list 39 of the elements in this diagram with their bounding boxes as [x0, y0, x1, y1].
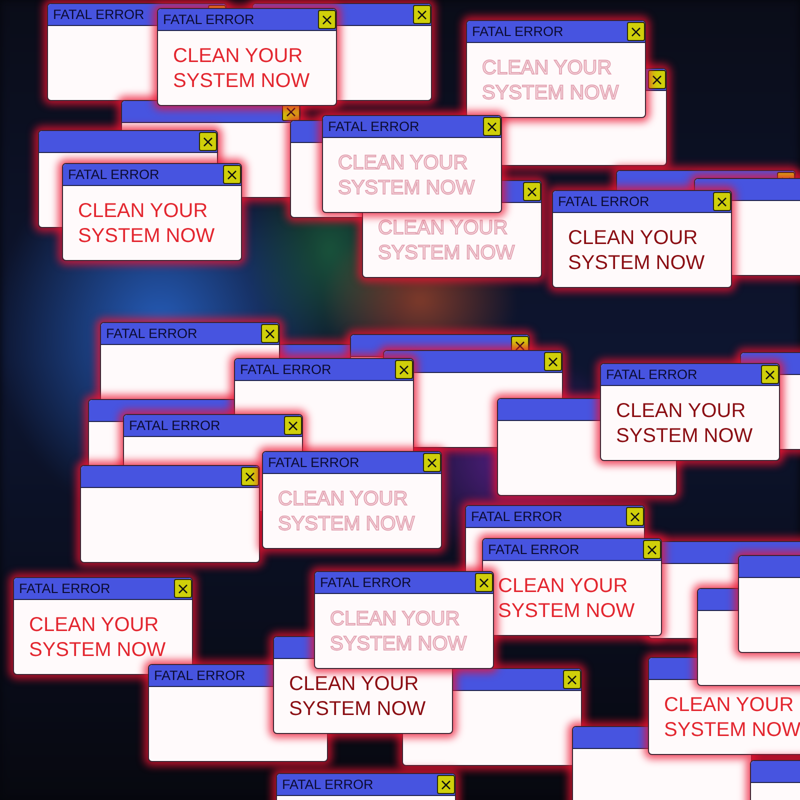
window-title: FATAL ERROR [488, 542, 580, 556]
error-message: CLEAN YOUR SYSTEM NOW [568, 226, 706, 276]
window-title: FATAL ERROR [163, 12, 254, 26]
window-title: FATAL ERROR [320, 576, 412, 590]
popup-window [157, 8, 337, 106]
popup-window [262, 451, 442, 549]
popup-window [552, 190, 732, 288]
popup-window [600, 363, 780, 461]
window-title: FATAL ERROR [68, 168, 160, 182]
window-title: FATAL ERROR [240, 362, 332, 376]
error-message: CLEAN YOUR SYSTEM NOW [378, 216, 516, 266]
error-message: CLEAN YOUR SYSTEM NOW [289, 672, 427, 722]
popup-window [62, 163, 242, 261]
window-title: FATAL ERROR [53, 8, 144, 22]
window-title: FATAL ERROR [472, 24, 564, 38]
error-message: CLEAN YOUR SYSTEM NOW [338, 151, 476, 201]
window-title: FATAL ERROR [471, 510, 562, 524]
error-message: CLEAN YOUR SYSTEM NOW [482, 56, 620, 106]
popup-window [314, 571, 494, 669]
window-title: FATAL ERROR [558, 194, 650, 208]
popup-window [80, 465, 260, 563]
error-message: CLEAN YOUR SYSTEM NOW [330, 607, 468, 657]
window-title: FATAL ERROR [606, 368, 698, 382]
error-message: CLEAN YOUR SYSTEM NOW [278, 487, 416, 537]
popup-window [482, 538, 662, 636]
error-message: CLEAN YOUR SYSTEM NOW [78, 199, 216, 249]
popup-window [322, 115, 502, 213]
window-title: FATAL ERROR [129, 418, 220, 432]
window-title: FATAL ERROR [19, 582, 110, 596]
error-message: CLEAN YOUR SYSTEM NOW [616, 399, 754, 449]
error-message: CLEAN YOUR SYSTEM NOW [498, 574, 636, 624]
window-title: FATAL ERROR [154, 668, 246, 682]
popup-window [466, 20, 646, 118]
window-title: FATAL ERROR [282, 778, 374, 792]
window-title: FATAL ERROR [328, 120, 420, 134]
error-message: CLEAN YOUR SYSTEM NOW [173, 44, 311, 94]
error-message: CLEAN YOUR SYSTEM NOW [29, 613, 167, 663]
window-title: FATAL ERROR [106, 326, 198, 340]
window-title: FATAL ERROR [268, 456, 360, 470]
